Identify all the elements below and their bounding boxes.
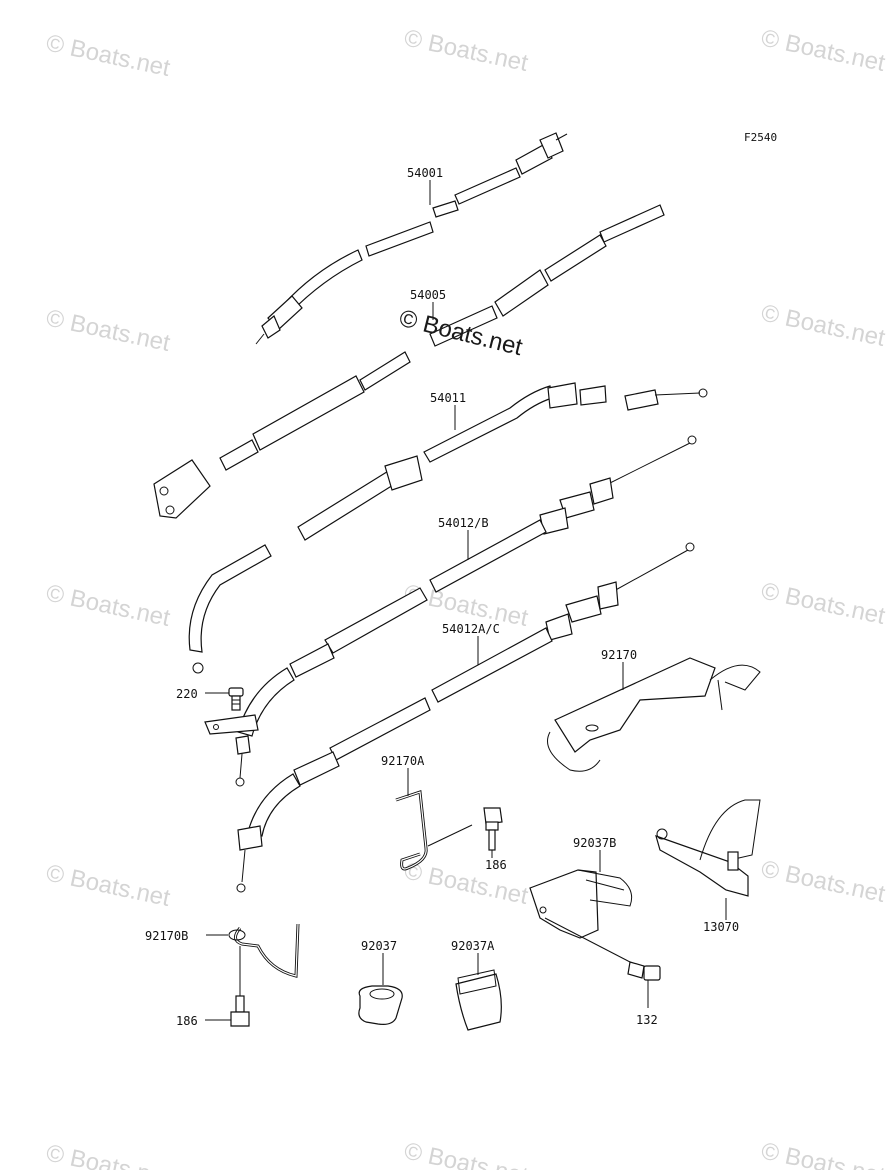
figure-code: F2540 [744,131,777,144]
watermark-2: © Boats.net [402,24,531,77]
watermark-5: © Boats.net [759,299,888,352]
label-92170a: 92170A [381,754,425,768]
label-54005: 54005 [410,288,446,302]
part-54011-cable [188,382,708,674]
part-54001-cable [255,132,568,345]
part-132-bolt [544,917,661,981]
label-92170b: 92170B [145,929,188,943]
label-132: 132 [636,1013,658,1027]
label-92170: 92170 [601,648,637,662]
watermark-11: © Boats.net [759,855,888,908]
label-54012ac: 54012A/C [442,622,500,636]
part-92170-bracket [547,657,761,772]
label-186b: 186 [176,1014,198,1028]
label-220: 220 [176,687,198,701]
part-54012ac-cable [236,542,695,893]
watermark-1: © Boats.net [44,29,173,82]
watermark-3: © Boats.net [759,24,888,77]
label-92037a: 92037A [451,939,495,953]
label-54001: 54001 [407,166,443,180]
part-13070-bracket [655,799,761,897]
watermark-10: © Boats.net [402,857,531,910]
watermark-4: © Boats.net [44,304,173,357]
watermark-14: © Boats.net [759,1137,888,1170]
label-54012b: 54012/B [438,516,489,530]
label-13070: 13070 [703,920,739,934]
watermark-8: © Boats.net [759,577,888,630]
part-92037-clamp [358,985,403,1025]
label-92037b: 92037B [573,836,616,850]
watermark-6: © Boats.net [44,579,173,632]
watermark-13: © Boats.net [402,1137,531,1170]
part-186-bolt-b [230,946,250,1027]
part-92170b-clip [228,923,300,978]
label-54011: 54011 [430,391,466,405]
watermark-9: © Boats.net [44,859,173,912]
part-92170a-clip [395,789,428,871]
part-220-screw [228,687,244,711]
part-92037b-bracket [529,869,633,939]
label-92037: 92037 [361,939,397,953]
part-186-bolt-a [427,807,503,851]
part-54012b-cable [204,435,697,787]
watermark-12: © Boats.net [44,1139,173,1170]
part-92037a-clamp [455,969,502,1031]
part-54005-cable [153,204,665,519]
label-186a: 186 [485,858,507,872]
